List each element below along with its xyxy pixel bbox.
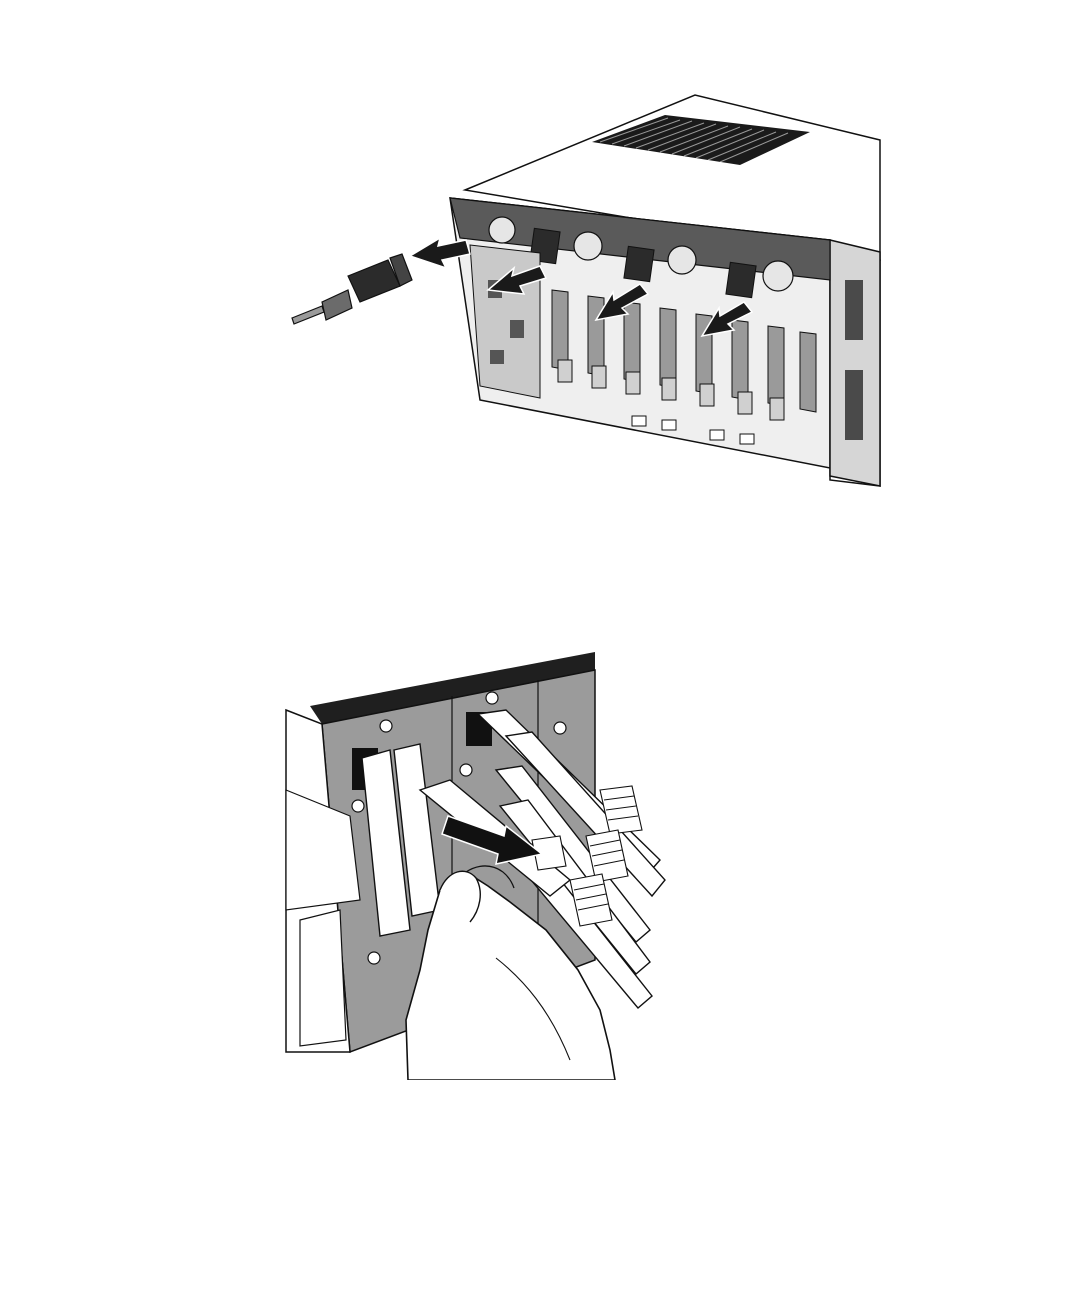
side-panel <box>830 240 880 486</box>
server-rear-illustration <box>270 80 900 500</box>
mainboard-io <box>470 245 540 398</box>
hand-pull-connector-illustration <box>270 640 690 1080</box>
side-slot <box>845 280 863 340</box>
cable-pull-illustration <box>270 640 690 1080</box>
side-slot <box>845 370 863 440</box>
server-chassis-illustration <box>270 80 900 500</box>
power-cord-icon <box>292 254 412 324</box>
